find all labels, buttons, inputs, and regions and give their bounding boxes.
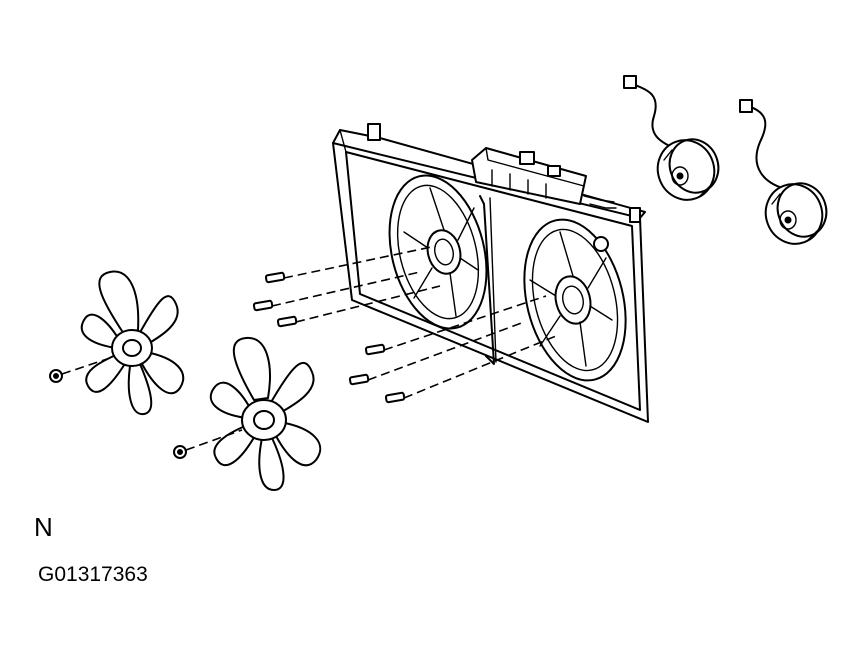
diagram-note-letter: N: [34, 512, 53, 542]
fan-shroud-icon: [332, 123, 649, 423]
figure-code: G01317363: [38, 563, 148, 586]
nut-icon: [49, 369, 187, 459]
bolt-icon: [252, 245, 557, 404]
fan-motor-icon: [623, 75, 828, 245]
fan-blade-icon: [61, 270, 322, 491]
